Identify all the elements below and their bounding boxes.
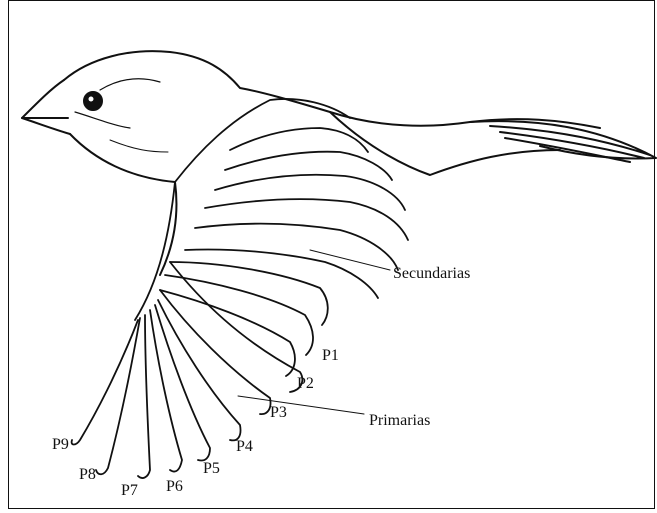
label-p2: P2 [297, 376, 314, 392]
label-p9: P9 [52, 437, 69, 453]
label-primaries: Primarias [369, 413, 430, 429]
label-p1: P1 [322, 348, 339, 364]
leader-lines [238, 250, 390, 414]
label-p6: P6 [166, 479, 183, 495]
label-p7: P7 [121, 483, 138, 499]
label-p4: P4 [236, 439, 253, 455]
label-p8: P8 [79, 467, 96, 483]
label-secondaries: Secundarias [393, 266, 470, 282]
wing-coverts [175, 99, 408, 298]
primaries-leader [238, 396, 364, 414]
label-p5: P5 [203, 461, 220, 477]
label-p3: P3 [270, 405, 287, 421]
bird-body [22, 51, 656, 275]
secondaries-leader [310, 250, 390, 270]
